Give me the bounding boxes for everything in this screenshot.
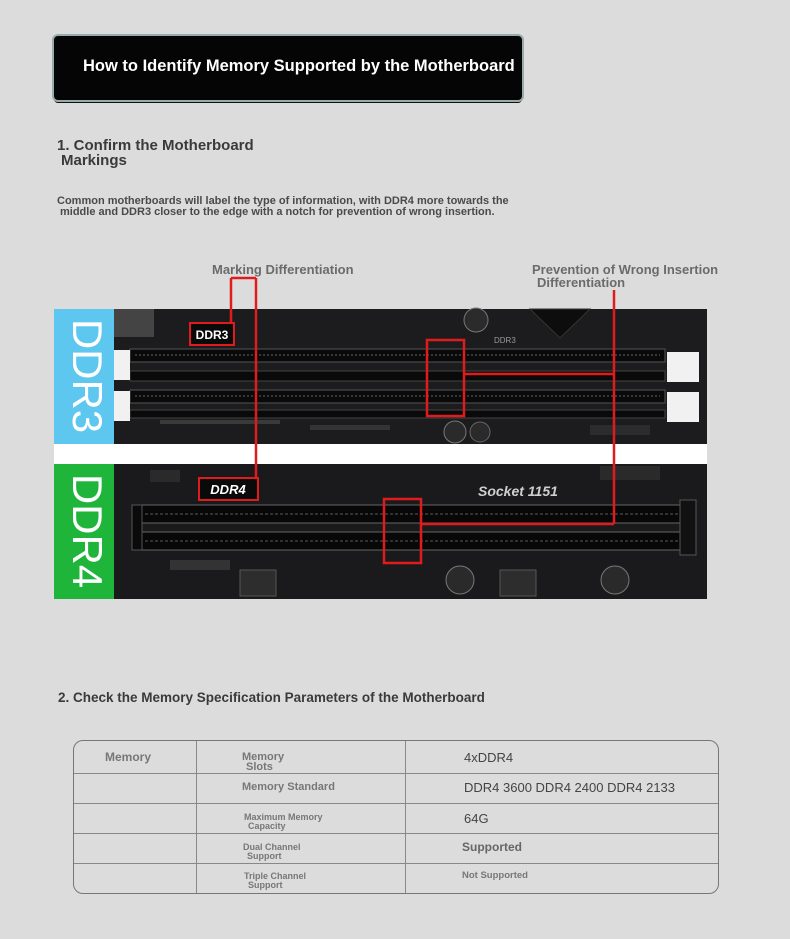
ddr4-marking-box <box>198 477 259 501</box>
ddr3-side-label: DDR3 <box>64 319 111 433</box>
page-title: How to Identify Memory Supported by the … <box>83 57 515 75</box>
ddr3-marking-text: DDR3 <box>196 328 229 342</box>
ddr4-side-label: DDR4 <box>64 474 111 588</box>
prevention-label-line2: Differentiation <box>537 275 626 290</box>
row1-value: 4xDDR4 <box>464 750 514 765</box>
row4-label-line1: Dual Channel <box>243 842 301 852</box>
ddr4-board-photo: Socket 1151 <box>54 464 707 599</box>
prevention-label-line1: Prevention of Wrong Insertion <box>532 262 719 277</box>
row2-value: DDR4 3600 DDR4 2400 DDR4 2133 <box>464 780 676 795</box>
row3-label-line1: Maximum Memory <box>244 812 323 822</box>
section1-heading-line2: Markings <box>61 152 127 169</box>
section2-heading: 2. Check the Memory Specification Parame… <box>58 690 485 705</box>
title-banner <box>54 36 522 100</box>
socket-text: Socket 1151 <box>478 483 558 499</box>
row1-label-line1: Memory <box>242 751 285 763</box>
marking-differentiation-label: Marking Differentiation <box>212 262 354 277</box>
section1-heading-line1: 1. Confirm the Motherboard <box>57 137 254 154</box>
ddr3-side-tab <box>54 309 114 444</box>
section1-desc-line2: middle and DDR3 closer to the edge with … <box>60 206 495 218</box>
row3-value: 64G <box>464 811 489 826</box>
ddr4-side-tab <box>54 464 114 599</box>
ddr4-marking-text: DDR4 <box>210 482 246 497</box>
row5-value: Not Supported <box>462 870 528 881</box>
section1-desc-line1: Common motherboards will label the type … <box>57 195 509 207</box>
ddr3-marking-box <box>189 322 235 346</box>
row5-label-line1: Triple Channel <box>244 871 307 881</box>
row3-label-line2: Capacity <box>248 821 286 831</box>
row4-label-line2: Support <box>247 851 282 861</box>
svg-text:DDR3: DDR3 <box>494 336 516 345</box>
spec-category: Memory <box>105 750 152 764</box>
row4-value: Supported <box>462 840 522 854</box>
row1-label-line2: Slots <box>246 761 273 773</box>
ddr3-board-photo: DDR3 <box>54 307 707 444</box>
row2-label: Memory Standard <box>242 781 335 793</box>
row5-label-line2: Support <box>248 880 283 890</box>
callout-lines <box>229 276 616 565</box>
spec-table: Memory Memory Slots 4xDDR4 Memory Standa… <box>73 740 719 894</box>
